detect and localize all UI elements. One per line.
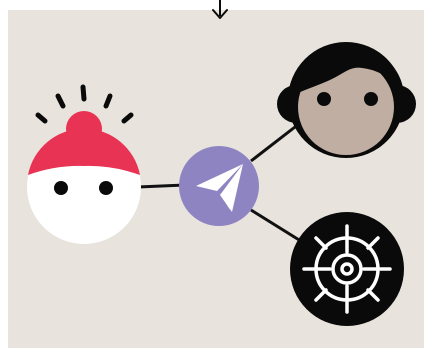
connector-hub-target <box>250 208 305 245</box>
connector-hub-right-person <box>250 125 296 163</box>
surprise-marks <box>35 84 134 124</box>
connectors <box>137 125 305 245</box>
target-node <box>290 212 404 326</box>
surprised-face-red-hair-icon <box>27 84 141 244</box>
face-dark-hair-icon <box>277 42 416 158</box>
paper-plane-icon <box>196 164 243 212</box>
arrow-down-icon <box>212 0 228 19</box>
connector-left-hub <box>137 183 186 189</box>
target-crosshair-icon <box>302 224 392 314</box>
hub-node <box>179 146 259 226</box>
